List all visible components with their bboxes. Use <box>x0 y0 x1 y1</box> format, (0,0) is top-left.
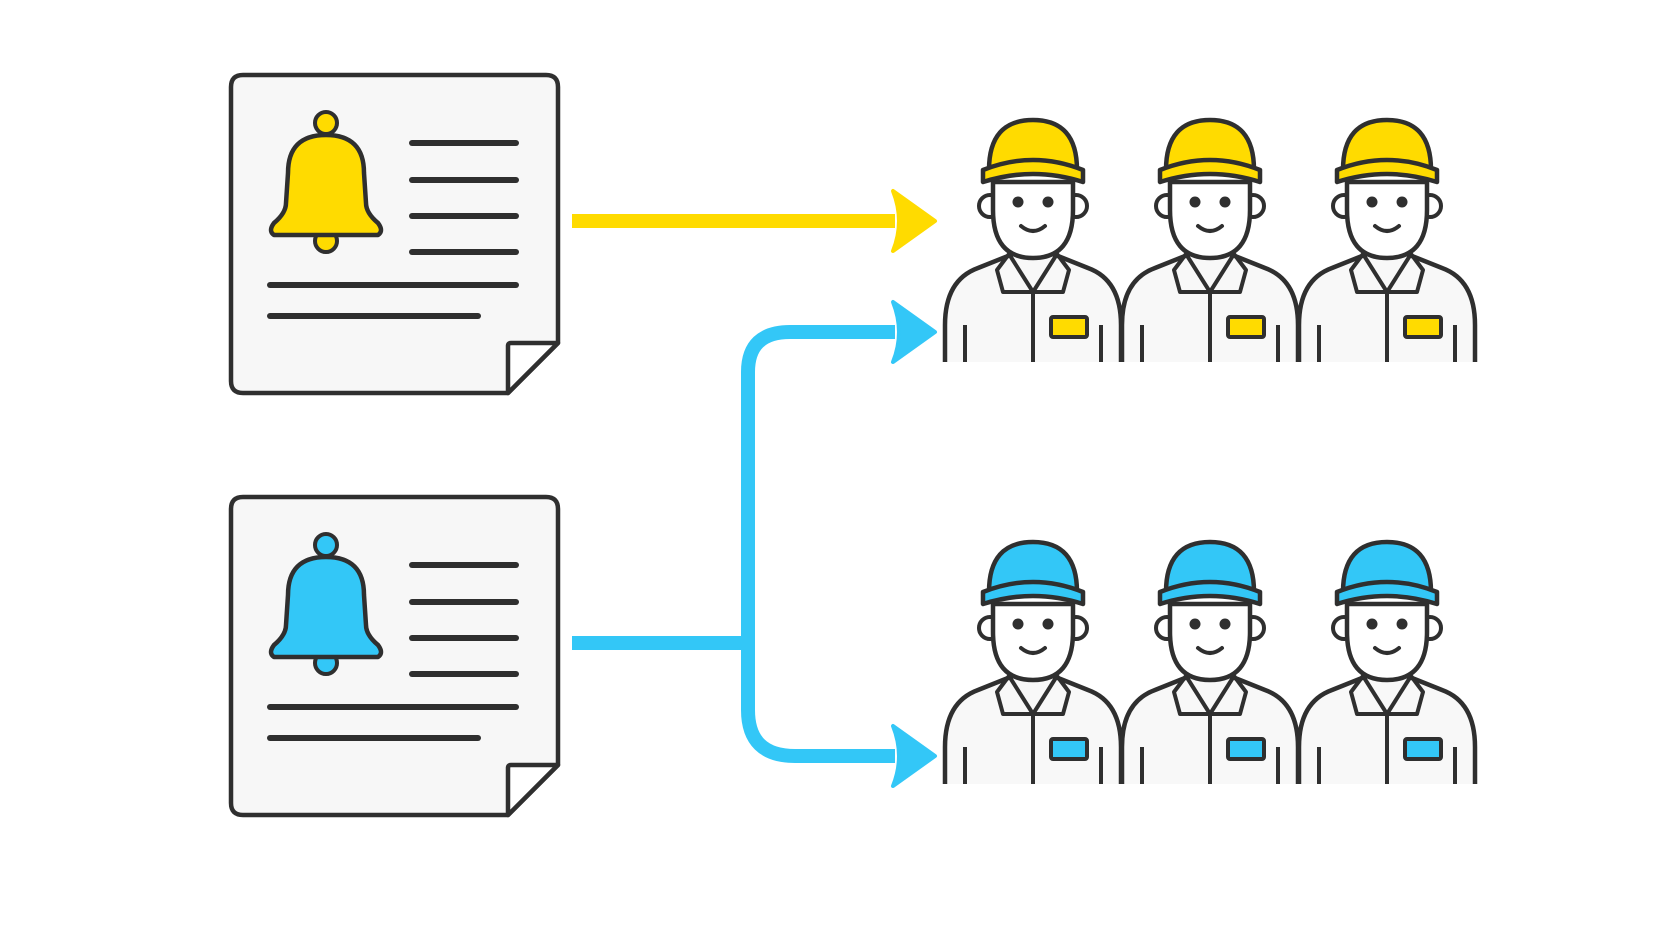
worker-cap <box>1163 117 1257 173</box>
arrow-icon <box>741 640 937 788</box>
arrow-shaft <box>741 325 895 700</box>
worker-eye <box>1366 618 1378 630</box>
arrow-icon <box>572 189 937 253</box>
worker-smile <box>1019 646 1047 655</box>
notification-document-icon <box>228 72 561 396</box>
worker-face <box>1344 601 1430 683</box>
worker-eye <box>1396 196 1408 208</box>
worker-cap-brim <box>980 157 1086 185</box>
worker-cap-brim <box>1157 157 1263 185</box>
worker-eye <box>1366 196 1378 208</box>
worker-collar-v <box>1184 252 1236 294</box>
arrow-head <box>891 300 937 364</box>
bell-top-knob <box>313 532 339 558</box>
worker-eye <box>1042 196 1054 208</box>
worker-icon <box>1296 539 1478 784</box>
worker-cap-brim <box>1334 579 1440 607</box>
bell-icon <box>268 532 384 676</box>
arrow-icon <box>572 300 937 700</box>
worker-eye <box>1042 618 1054 630</box>
worker-cap-brim <box>1334 157 1440 185</box>
worker-eye <box>1219 196 1231 208</box>
worker-smile <box>1373 224 1401 233</box>
worker-face <box>1344 179 1430 261</box>
document-fold <box>505 762 561 818</box>
worker-smile <box>1019 224 1047 233</box>
worker-badge <box>1226 315 1266 339</box>
worker-cap <box>986 539 1080 595</box>
worker-smile <box>1196 224 1224 233</box>
bell-top-knob <box>313 110 339 136</box>
worker-face <box>990 601 1076 683</box>
notification-document-icon <box>228 494 561 818</box>
worker-face <box>1167 601 1253 683</box>
worker-icon <box>1119 117 1301 362</box>
worker-badge <box>1049 315 1089 339</box>
worker-collar-v <box>1361 674 1413 716</box>
worker-eye <box>1012 196 1024 208</box>
worker-icon <box>942 539 1124 784</box>
bell-body <box>268 554 384 660</box>
arrow-shaft <box>741 640 895 763</box>
worker-eye <box>1219 618 1231 630</box>
bell-body <box>268 132 384 238</box>
worker-eye <box>1396 618 1408 630</box>
worker-smile <box>1373 646 1401 655</box>
worker-cap <box>1340 117 1434 173</box>
worker-cap <box>1340 539 1434 595</box>
worker-badge <box>1049 737 1089 761</box>
worker-smile <box>1196 646 1224 655</box>
connector-arrows <box>572 189 937 788</box>
worker-collar-v <box>1007 252 1059 294</box>
worker-eye <box>1012 618 1024 630</box>
worker-cap <box>1163 539 1257 595</box>
worker-cap-brim <box>980 579 1086 607</box>
worker-collar-v <box>1007 674 1059 716</box>
worker-badge <box>1226 737 1266 761</box>
worker-face <box>1167 179 1253 261</box>
worker-collar-v <box>1361 252 1413 294</box>
worker-badge <box>1403 737 1443 761</box>
worker-icon <box>1296 117 1478 362</box>
document-fold <box>505 340 561 396</box>
worker-eye <box>1189 618 1201 630</box>
worker-icon <box>1119 539 1301 784</box>
worker-icon <box>942 117 1124 362</box>
worker-collar-v <box>1184 674 1236 716</box>
worker-eye <box>1189 196 1201 208</box>
worker-face <box>990 179 1076 261</box>
worker-cap-brim <box>1157 579 1263 607</box>
bell-icon <box>268 110 384 254</box>
worker-badge <box>1403 315 1443 339</box>
arrow-head <box>891 189 937 253</box>
worker-cap <box>986 117 1080 173</box>
arrow-head <box>891 724 937 788</box>
